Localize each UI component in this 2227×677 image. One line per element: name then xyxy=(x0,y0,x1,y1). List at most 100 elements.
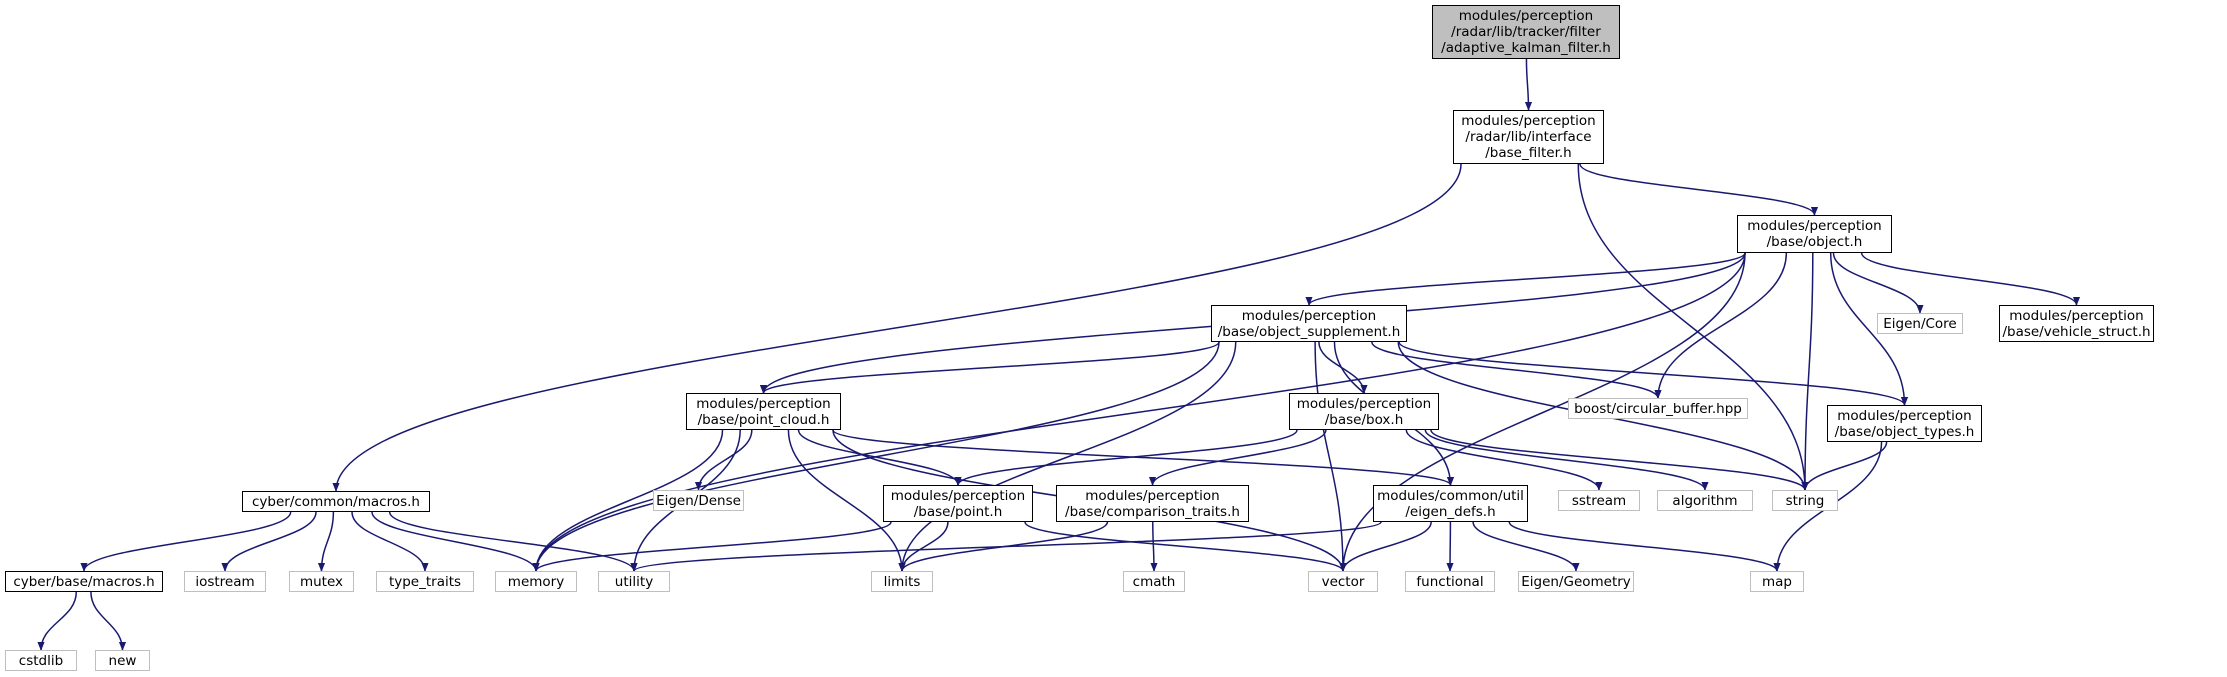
node-ot[interactable]: modules/perception /base/object_types.h xyxy=(1827,405,1982,442)
edge-objs-to-pc xyxy=(760,341,1220,394)
node-cbuf: boost/circular_buffer.hpp xyxy=(1568,398,1748,419)
edge-obj-to-ot xyxy=(1829,252,1909,406)
edge-objs-to-ot xyxy=(1398,341,1908,406)
edge-box-to-sstr xyxy=(1405,429,1603,491)
edge-bf-to-obj xyxy=(1579,163,1819,216)
edge-ed-to-util xyxy=(630,521,1382,572)
node-label: modules/perception /base/comparison_trai… xyxy=(1065,487,1240,520)
edge-pc-to-lim xyxy=(787,429,906,572)
node-label: type_traits xyxy=(388,573,462,590)
node-bf[interactable]: modules/perception /radar/lib/interface … xyxy=(1453,110,1604,164)
edge-pc-to-ed xyxy=(832,429,1454,486)
node-cstd: cstdlib xyxy=(5,650,77,671)
edge-box-to-pt xyxy=(954,429,1298,486)
edge-obj-to-vs xyxy=(1860,252,2081,306)
node-bmac[interactable]: cyber/base/macros.h xyxy=(5,571,163,592)
node-str: string xyxy=(1772,490,1838,511)
node-objs[interactable]: modules/perception /base/object_suppleme… xyxy=(1211,305,1407,342)
node-algo: algorithm xyxy=(1657,490,1753,511)
node-ecore: Eigen/Core xyxy=(1877,313,1963,334)
node-lim: limits xyxy=(871,571,933,592)
edge-ed-to-egeo xyxy=(1472,521,1580,572)
node-mem: memory xyxy=(495,571,577,592)
node-label: new xyxy=(108,652,137,669)
node-edense: Eigen/Dense xyxy=(653,490,744,511)
edge-cmac-to-mtx xyxy=(317,511,335,572)
edge-pt-to-mem xyxy=(532,521,892,572)
edge-ed-to-map xyxy=(1508,521,1781,572)
edge-cmac-to-ios xyxy=(221,511,317,572)
node-label: string xyxy=(1785,492,1825,509)
node-tt: type_traits xyxy=(376,571,474,592)
node-label: boost/circular_buffer.hpp xyxy=(1574,400,1742,417)
edge-obj-to-vec xyxy=(1339,252,1746,572)
edge-bmac-to-new xyxy=(90,591,127,651)
node-util: utility xyxy=(598,571,670,592)
edge-cmac-to-mem xyxy=(371,511,540,572)
node-label: modules/perception /base/object_suppleme… xyxy=(1217,307,1401,340)
node-cmath: cmath xyxy=(1123,571,1185,592)
edge-obj-to-objs xyxy=(1305,252,1746,306)
node-akf[interactable]: modules/perception /radar/lib/tracker/fi… xyxy=(1432,5,1620,59)
node-ed[interactable]: modules/common/util /eigen_defs.h xyxy=(1373,485,1528,522)
edge-obj-to-mem xyxy=(532,252,1746,572)
node-obj[interactable]: modules/perception /base/object.h xyxy=(1737,215,1892,253)
node-label: utility xyxy=(614,573,654,590)
node-label: modules/perception /radar/lib/tracker/fi… xyxy=(1441,8,1611,56)
node-cmac[interactable]: cyber/common/macros.h xyxy=(242,491,430,512)
node-mtx: mutex xyxy=(289,571,354,592)
edge-ot-to-str xyxy=(1801,441,1888,491)
node-label: map xyxy=(1762,573,1792,590)
edge-objs-to-cbuf xyxy=(1371,341,1662,399)
node-label: cstdlib xyxy=(18,652,64,669)
edge-bmac-to-cstd xyxy=(37,591,78,651)
node-ct[interactable]: modules/perception /base/comparison_trai… xyxy=(1056,485,1249,522)
node-label: functional xyxy=(1416,573,1484,590)
edge-objs-to-mem xyxy=(532,341,1220,572)
node-label: iostream xyxy=(195,573,255,590)
edge-pt-to-vec xyxy=(1024,521,1347,572)
edge-box-to-algo xyxy=(1424,429,1709,491)
edge-bf-to-str xyxy=(1577,163,1809,491)
edge-akf-to-bf xyxy=(1524,58,1533,111)
edge-obj-to-cbuf xyxy=(1654,252,1788,399)
node-pt[interactable]: modules/perception /base/point.h xyxy=(883,485,1033,522)
node-ios: iostream xyxy=(184,571,266,592)
node-map: map xyxy=(1750,571,1804,592)
edge-obj-to-ecore xyxy=(1832,252,1924,314)
edge-pc-to-mem xyxy=(532,429,724,572)
edge-cmac-to-bmac xyxy=(80,511,292,572)
edge-pc-to-edense xyxy=(694,429,753,491)
node-label: modules/common/util /eigen_defs.h xyxy=(1377,487,1524,520)
node-label: Eigen/Geometry xyxy=(1521,573,1631,590)
node-label: algorithm xyxy=(1672,492,1738,509)
edge-cmac-to-util xyxy=(388,511,638,572)
node-egeo: Eigen/Geometry xyxy=(1518,571,1634,592)
edge-box-to-str xyxy=(1430,429,1809,491)
node-box[interactable]: modules/perception /base/box.h xyxy=(1289,393,1439,430)
node-func: functional xyxy=(1405,571,1495,592)
edge-objs-to-lim xyxy=(898,341,1237,572)
edge-pc-to-pt xyxy=(797,429,962,486)
node-label: modules/perception /radar/lib/interface … xyxy=(1461,113,1596,161)
node-sstr: sstream xyxy=(1558,490,1640,511)
node-label: Eigen/Dense xyxy=(656,492,741,509)
edge-box-to-ct xyxy=(1148,429,1327,486)
edge-cmac-to-tt xyxy=(351,511,429,572)
node-label: modules/perception /base/point_cloud.h xyxy=(696,395,831,428)
node-vs[interactable]: modules/perception /base/vehicle_struct.… xyxy=(1999,305,2154,342)
node-label: cmath xyxy=(1132,573,1176,590)
node-label: modules/perception /base/object.h xyxy=(1747,218,1882,250)
node-label: cyber/base/macros.h xyxy=(13,573,155,590)
edge-objs-to-vec xyxy=(1314,341,1347,572)
edge-bf-to-cmac xyxy=(332,163,1462,492)
node-label: mutex xyxy=(299,573,344,590)
node-label: modules/perception /base/point.h xyxy=(890,487,1026,520)
node-label: vector xyxy=(1321,573,1365,590)
node-label: modules/perception /base/object_types.h xyxy=(1834,407,1975,440)
node-pc[interactable]: modules/perception /base/point_cloud.h xyxy=(686,393,841,430)
node-label: sstream xyxy=(1571,492,1627,509)
node-label: modules/perception /base/box.h xyxy=(1296,395,1432,428)
